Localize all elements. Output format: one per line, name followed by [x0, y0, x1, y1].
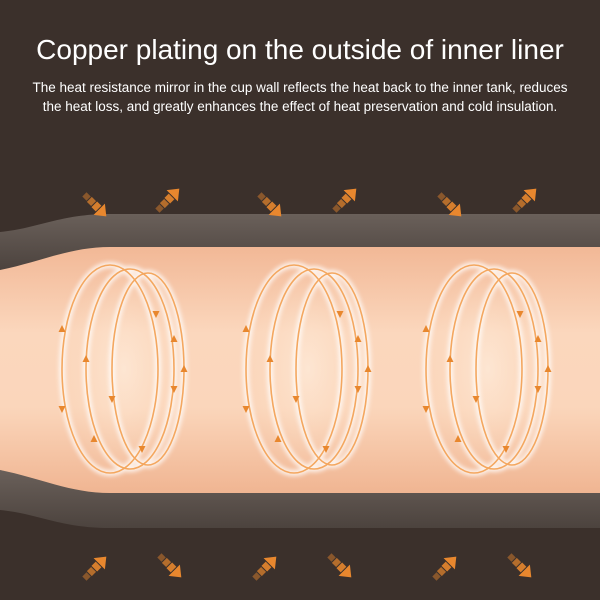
heat-arrow-icon [508, 183, 542, 217]
heat-arrow-icon [503, 549, 537, 583]
heat-ring-icon [58, 261, 188, 477]
heat-arrow-icon [323, 549, 357, 583]
heat-arrow-icon [328, 183, 362, 217]
heat-arrow-icon [153, 549, 187, 583]
heat-arrow-icon [151, 183, 185, 217]
heat-arrow-icon [78, 551, 112, 585]
heat-arrow-icon [428, 551, 462, 585]
feature-description: The heat resistance mirror in the cup wa… [32, 80, 568, 114]
heat-arrow-icon [248, 551, 282, 585]
heat-ring-icon [422, 261, 552, 477]
heat-ring-icon [242, 261, 372, 477]
page-title: Copper plating on the outside of inner l… [36, 34, 564, 65]
